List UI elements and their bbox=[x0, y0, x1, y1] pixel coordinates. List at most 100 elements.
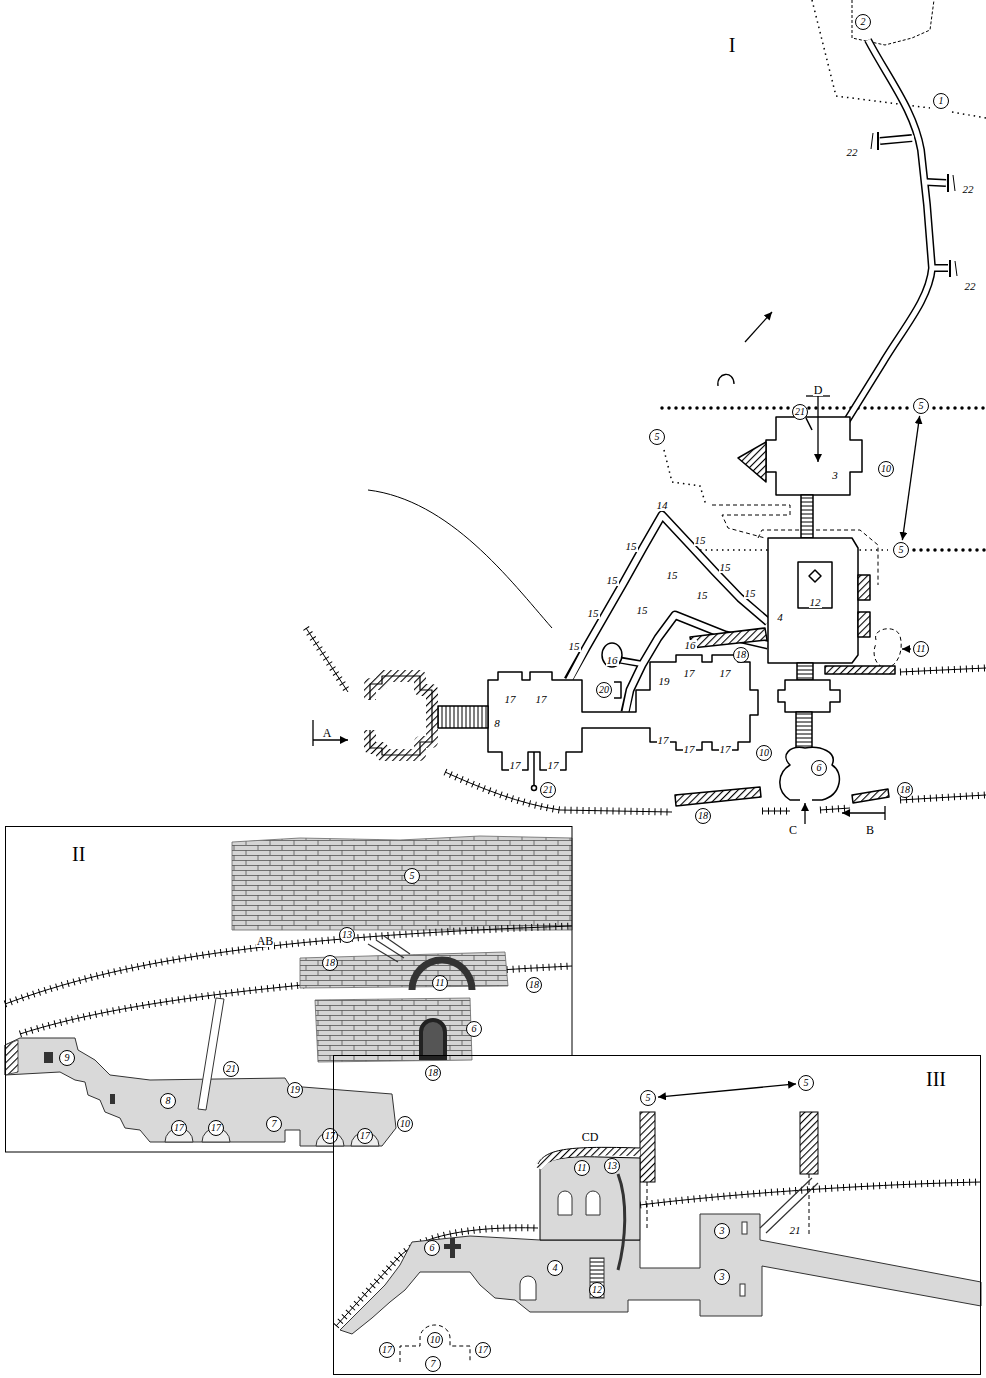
niche-number: 17 bbox=[504, 694, 517, 705]
callout-circle: 21 bbox=[792, 404, 808, 420]
callout-circle: 17 bbox=[475, 1342, 491, 1358]
callout-number: 18 bbox=[529, 980, 539, 990]
callout-circle: 8 bbox=[160, 1093, 176, 1109]
survey-boundary bbox=[664, 450, 706, 505]
room bbox=[797, 663, 813, 680]
label-anchor: 15 bbox=[587, 603, 600, 621]
label-anchor: 17 bbox=[657, 730, 670, 748]
section-ab bbox=[232, 836, 572, 930]
section-ab bbox=[44, 1052, 53, 1063]
callout-number: 20 bbox=[599, 685, 609, 695]
callout-number: 17 bbox=[174, 1123, 184, 1133]
callout-number: 5 bbox=[899, 545, 904, 555]
callout-circle: 11 bbox=[574, 1160, 590, 1176]
room-number: 12 bbox=[809, 597, 822, 608]
section-ab bbox=[5, 926, 572, 1004]
niche-number: 17 bbox=[683, 668, 696, 679]
section-marker bbox=[312, 720, 313, 746]
niche-number: 17 bbox=[535, 694, 548, 705]
section-marker bbox=[902, 648, 911, 649]
room bbox=[780, 747, 840, 800]
label-anchor: AB bbox=[256, 931, 275, 949]
panel-number: I bbox=[728, 35, 737, 55]
label-anchor: 12 bbox=[809, 592, 822, 610]
section-cd bbox=[800, 1112, 818, 1174]
north-arrow bbox=[718, 312, 772, 386]
room bbox=[809, 570, 821, 582]
shaft-number: 22 bbox=[962, 184, 975, 195]
section-ab bbox=[5, 926, 572, 1034]
north-arrow bbox=[718, 374, 734, 386]
callout-number: 11 bbox=[577, 1163, 586, 1173]
room bbox=[852, 789, 889, 803]
terrain-line bbox=[900, 668, 986, 672]
tunnel bbox=[880, 138, 948, 268]
section-marker bbox=[804, 803, 805, 824]
callout-circle: 3 bbox=[714, 1269, 730, 1285]
callout-circle: 9 bbox=[59, 1050, 75, 1066]
terrain-line bbox=[368, 490, 552, 628]
niche-number: 15 bbox=[744, 588, 757, 599]
tunnel bbox=[846, 40, 957, 422]
room-number: 4 bbox=[776, 612, 784, 623]
shaft-number: 22 bbox=[846, 147, 859, 158]
room bbox=[675, 787, 761, 806]
section-ab bbox=[412, 960, 472, 990]
callout-circle: 19 bbox=[287, 1082, 303, 1098]
niche-number: 15 bbox=[625, 541, 638, 552]
niche-number: 17 bbox=[719, 744, 732, 755]
section-name: CD bbox=[581, 1131, 600, 1143]
callout-number: 13 bbox=[342, 930, 352, 940]
survey-boundary bbox=[952, 112, 986, 118]
terrain-line bbox=[306, 628, 348, 692]
label-anchor: 17 bbox=[683, 663, 696, 681]
room bbox=[778, 680, 840, 712]
label-anchor: 15 bbox=[606, 570, 619, 588]
gallery bbox=[568, 515, 768, 682]
terrain-line bbox=[306, 628, 348, 692]
callout-circle: 18 bbox=[322, 955, 338, 971]
section-cd bbox=[340, 1214, 981, 1334]
callout-circle: 5 bbox=[913, 398, 929, 414]
room bbox=[488, 655, 758, 770]
callout-circle: 18 bbox=[733, 647, 749, 663]
label-anchor: 22 bbox=[846, 142, 859, 160]
niche-number: 15 bbox=[606, 575, 619, 586]
room bbox=[370, 676, 432, 755]
terrain-line bbox=[900, 668, 986, 672]
tunnel bbox=[846, 40, 932, 422]
room bbox=[825, 666, 895, 674]
niche-number: 15 bbox=[568, 641, 581, 652]
callout-number: 21 bbox=[543, 785, 553, 795]
label-anchor: 8 bbox=[493, 713, 501, 731]
section-cd bbox=[640, 1182, 981, 1205]
callout-circle: 13 bbox=[604, 1158, 620, 1174]
callout-circle: 17 bbox=[322, 1128, 338, 1144]
section-cd bbox=[520, 1276, 536, 1300]
callout-number: 17 bbox=[211, 1123, 221, 1133]
room bbox=[798, 562, 832, 608]
section-marker bbox=[313, 739, 348, 740]
survey-boundary bbox=[662, 0, 986, 550]
callout-number: 18 bbox=[325, 958, 335, 968]
section-letter: C bbox=[788, 824, 798, 836]
room bbox=[370, 676, 432, 755]
callout-number: 21 bbox=[795, 407, 805, 417]
callout-number: 6 bbox=[472, 1024, 477, 1034]
niche-number: 16 bbox=[684, 640, 697, 651]
survey-boundary bbox=[914, 548, 986, 552]
label-anchor: 17 bbox=[504, 689, 517, 707]
section-cd bbox=[740, 1284, 745, 1296]
label-anchor: 21 bbox=[789, 1220, 802, 1238]
label-anchor: B bbox=[865, 820, 875, 838]
room bbox=[801, 495, 813, 538]
callout-circle: 21 bbox=[540, 782, 556, 798]
callout-circle: 11 bbox=[913, 641, 929, 657]
room bbox=[738, 442, 766, 482]
label-anchor: A bbox=[322, 723, 333, 741]
label-anchor: 17 bbox=[719, 663, 732, 681]
tunnel bbox=[878, 132, 950, 277]
callout-circle: 12 bbox=[589, 1282, 605, 1298]
callout-number: 8 bbox=[166, 1096, 171, 1106]
